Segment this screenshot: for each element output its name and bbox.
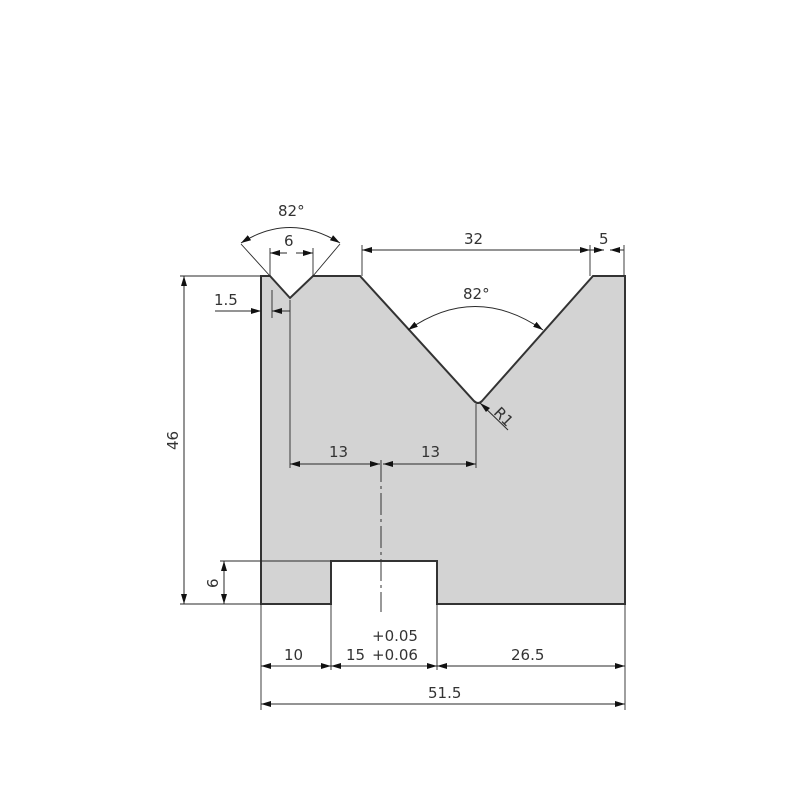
- dim-overall-height: 46: [164, 275, 261, 605]
- dim-half-spans: 13 13: [290, 443, 476, 467]
- svg-text:32: 32: [464, 230, 483, 248]
- svg-text:+0.06: +0.06: [372, 646, 418, 664]
- svg-text:1.5: 1.5: [214, 291, 238, 309]
- svg-text:10: 10: [284, 646, 303, 664]
- svg-text:+0.05: +0.05: [372, 627, 418, 645]
- dim-right-land: 5: [590, 230, 625, 276]
- svg-text:82°: 82°: [278, 202, 305, 220]
- dim-right-foot: 26.5: [437, 646, 625, 669]
- svg-text:15: 15: [346, 646, 365, 664]
- dim-overall-width: 51.5: [261, 684, 625, 707]
- svg-text:13: 13: [329, 443, 348, 461]
- dim-left-offset: 1.5: [214, 276, 290, 320]
- svg-text:5: 5: [599, 230, 609, 248]
- svg-text:26.5: 26.5: [511, 646, 544, 664]
- svg-text:82°: 82°: [463, 285, 490, 303]
- svg-text:6: 6: [284, 232, 294, 250]
- dim-small-v-width: 6: [269, 232, 314, 276]
- dim-left-foot: 10: [261, 646, 331, 669]
- dim-small-v-angle: 82°: [240, 202, 341, 277]
- dim-large-v-width: 32: [361, 230, 591, 276]
- dim-large-v-angle: 82°: [407, 285, 544, 331]
- dim-slot-depth: 6: [204, 560, 331, 604]
- svg-text:6: 6: [204, 578, 222, 588]
- svg-text:46: 46: [164, 431, 182, 450]
- dim-slot-width: 15 +0.05 +0.06: [331, 627, 437, 669]
- svg-text:13: 13: [421, 443, 440, 461]
- die-body: [260, 275, 626, 605]
- svg-text:51.5: 51.5: [428, 684, 461, 702]
